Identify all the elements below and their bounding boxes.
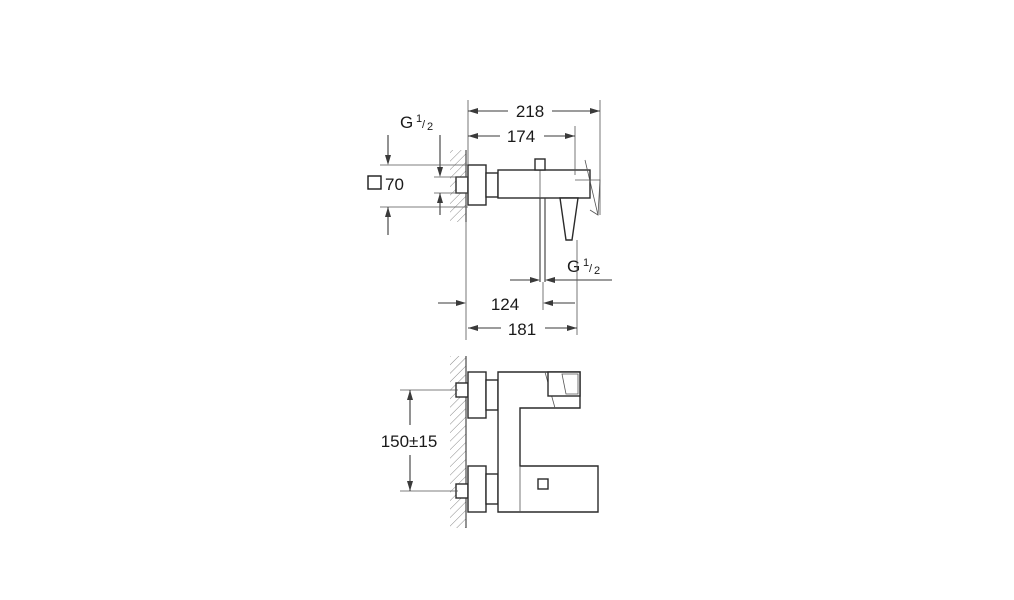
outlet-thread-letter: G xyxy=(567,257,580,276)
outlet-square-icon xyxy=(537,478,549,490)
square-symbol-icon xyxy=(367,175,382,190)
inlet-thread-letter: G xyxy=(400,113,413,132)
faucet-front-body xyxy=(497,371,599,513)
dim-174: 174 xyxy=(468,125,576,175)
dim-174-label: 174 xyxy=(507,127,535,146)
rosette-size-label: 70 xyxy=(385,175,404,194)
dim-150: 150±15 xyxy=(381,389,458,492)
upper-connection xyxy=(455,371,499,419)
inlet-thread-num: 1 xyxy=(416,113,422,125)
wall-hatch-front xyxy=(450,356,467,528)
dim-181: 181 xyxy=(468,240,578,339)
dim-124: 124 xyxy=(438,222,575,340)
outlet-thread-num: 1 xyxy=(583,257,589,269)
outlet-thread-den: 2 xyxy=(594,265,600,277)
inlet-thread-slash: / xyxy=(422,119,426,131)
dim-outlet-thread: G 1 / 2 xyxy=(510,257,612,283)
dim-124-label: 124 xyxy=(491,295,519,314)
inlet-thread-den: 2 xyxy=(427,121,433,133)
side-view: 218 174 G 1 / 2 70 xyxy=(367,100,612,340)
dim-150-label: 150±15 xyxy=(381,432,438,451)
dim-rosette-70: 70 xyxy=(367,135,468,235)
front-view: 150±15 xyxy=(381,356,599,528)
dim-218: 218 xyxy=(467,100,601,215)
dim-218-label: 218 xyxy=(516,102,544,121)
dim-inlet-thread: G 1 / 2 xyxy=(400,113,468,215)
outlet-thread-slash: / xyxy=(589,263,593,275)
dim-181-label: 181 xyxy=(508,320,536,339)
